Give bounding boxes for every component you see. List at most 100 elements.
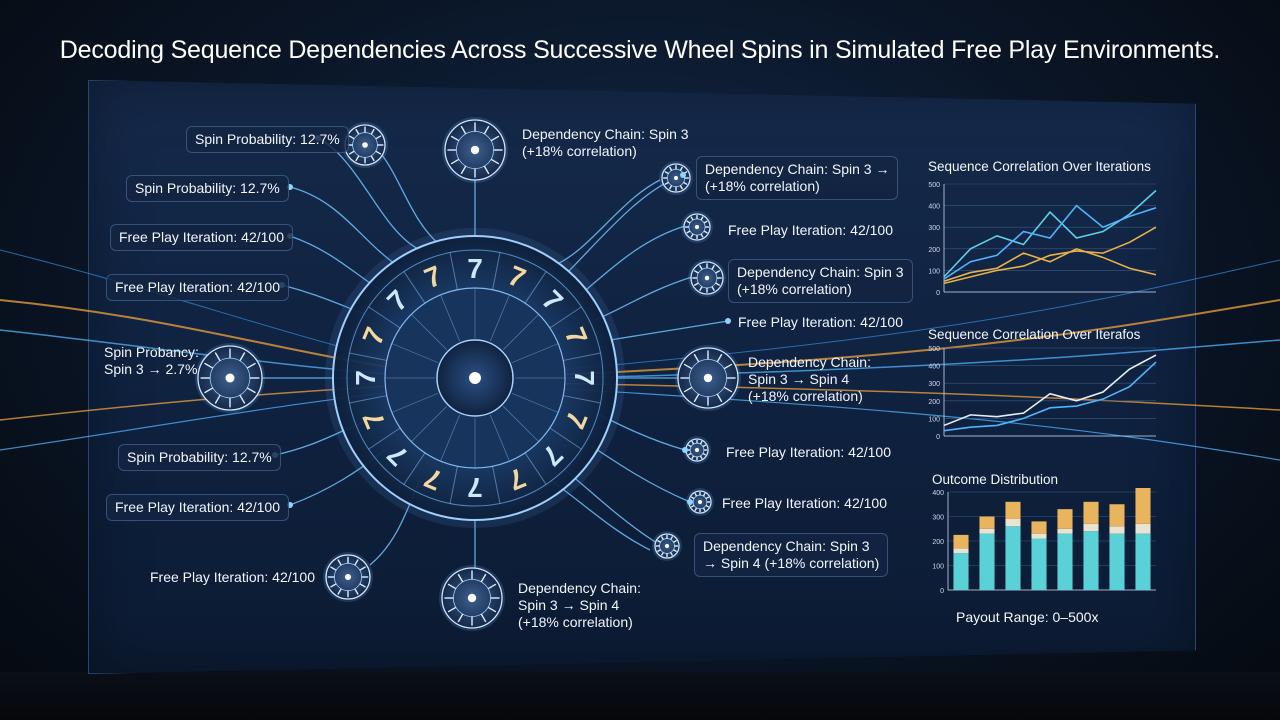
series-line-4 [943, 226, 1157, 285]
wheel-symbol: 7 [467, 472, 483, 503]
label-free-play-right-4: Free Play Iteration: 42/100 [722, 495, 887, 511]
y-tick-label: 200 [932, 539, 944, 546]
bar-segment-bottom [1083, 531, 1099, 590]
label-spin-probancy: Spin Probancy: Spin 3 → 2.7% [96, 340, 207, 382]
label-dependency-right-3: Dependency Chain: Spin 3 → Spin 4 (+18% … [740, 350, 879, 409]
mini-dial-icon [442, 117, 508, 183]
bar-segment-bottom [1031, 538, 1047, 590]
y-tick-label: 0 [940, 588, 944, 595]
series-line-1 [943, 354, 1157, 427]
bar-segment-mid [1031, 533, 1047, 539]
bar-segment-top [1083, 501, 1099, 524]
floor [0, 672, 1280, 720]
y-tick-label: 300 [932, 515, 944, 522]
y-tick-label: 0 [936, 434, 940, 441]
mini-dials [195, 117, 741, 631]
label-spin-probancy-line1: Spin Probancy: [104, 344, 199, 360]
label-spin-probability-1: Spin Probability: 12.7% [186, 126, 349, 153]
mini-dial-icon [659, 161, 693, 195]
label-dependency-bottom-line3: (+18% correlation) [518, 614, 633, 630]
label-spin-probability-3: Spin Probability: 12.7% [118, 444, 281, 471]
y-tick-label: 100 [928, 416, 940, 423]
bar-segment-mid [953, 548, 969, 554]
bar-segment-top [1005, 501, 1021, 519]
label-dependency-top: Dependency Chain: Spin 3 (+18% correlati… [514, 122, 697, 164]
label-dependency-right-3-line2: Spin 3 → Spin 4 [748, 371, 850, 387]
y-tick-label: 0 [936, 290, 940, 297]
bar-segment-top [1031, 521, 1047, 534]
mini-dial-icon [688, 259, 726, 297]
mini-dial-icon [342, 122, 388, 168]
page-title: Decoding Sequence Dependencies Across Su… [59, 36, 1221, 64]
mini-dial-icon [652, 531, 682, 561]
bar-segment-bottom [953, 553, 969, 590]
label-dependency-top-line1: Dependency Chain: Spin 3 [522, 126, 689, 142]
mini-dial-icon [439, 565, 505, 631]
chart-3-title: Outcome Distribution [932, 472, 1059, 487]
label-dependency-right-4-line1: Dependency Chain: Spin 3 [703, 538, 870, 554]
payout-range: Payout Range: 0–500x [956, 609, 1099, 625]
mini-dial-icon [686, 488, 714, 516]
label-spin-probancy-line2: Spin 3 → 2.7% [104, 361, 198, 377]
label-dependency-right-4-line2: → Spin 4 (+18% correlation) [703, 555, 880, 571]
bar-segment-top [979, 516, 995, 529]
series-line-2 [943, 204, 1157, 280]
bar-segment-bottom [979, 533, 995, 590]
y-tick-label: 200 [928, 247, 940, 254]
bar-segment-mid [979, 528, 995, 534]
chart-3-bar: 400 300 200 100 0 [932, 488, 1156, 595]
label-spin-probability-2: Spin Probability: 12.7% [126, 175, 289, 202]
label-dependency-right-2: Dependency Chain: Spin 3 (+18% correlati… [728, 259, 913, 303]
bar-segment-top [1109, 504, 1125, 527]
label-free-play-right-3: Free Play Iteration: 42/100 [726, 444, 891, 460]
label-dependency-right-2-line1: Dependency Chain: Spin 3 [737, 264, 904, 280]
mini-dial-icon [323, 552, 373, 602]
label-dependency-top-line2: (+18% correlation) [522, 143, 637, 159]
mini-dial-icon [681, 211, 713, 243]
mini-dial-icon [683, 436, 711, 464]
label-free-play-4: Free Play Iteration: 42/100 [150, 569, 315, 585]
label-dependency-right-4: Dependency Chain: Spin 3 → Spin 4 (+18% … [694, 533, 889, 577]
chart-1-line: 500 400 300 200 100 0 [928, 182, 1157, 297]
label-dependency-right-3-line1: Dependency Chain: [748, 354, 871, 370]
bar-segment-bottom [1135, 533, 1151, 590]
y-tick-label: 400 [932, 490, 944, 497]
bar-segment-top [1057, 509, 1073, 529]
wheel-symbol: 7 [467, 253, 483, 284]
wheel-symbol: 7 [569, 370, 600, 386]
label-dependency-right-1-line2: (+18% correlation) [705, 178, 820, 194]
bar-segment-mid [1109, 526, 1125, 534]
mini-dial-icon [195, 343, 265, 413]
series-line-2 [943, 361, 1157, 432]
bar-segment-mid [1083, 523, 1099, 532]
y-tick-label: 300 [928, 381, 940, 388]
label-dependency-bottom-line2: Spin 3 → Spin 4 [518, 597, 620, 613]
y-tick-label: 400 [928, 204, 940, 211]
label-free-play-right-2: Free Play Iteration: 42/100 [738, 314, 903, 330]
label-free-play-right-1: Free Play Iteration: 42/100 [728, 222, 893, 238]
bar-segment-top [953, 534, 969, 549]
y-tick-label: 100 [932, 564, 944, 571]
bar-segment-top [1135, 488, 1151, 524]
bar-segment-bottom [1109, 533, 1125, 590]
bar-segment-mid [1005, 518, 1021, 527]
y-tick-label: 500 [928, 346, 940, 353]
label-dependency-bottom: Dependency Chain: Spin 3 → Spin 4 (+18% … [510, 576, 649, 635]
label-dependency-right-2-line2: (+18% correlation) [737, 281, 852, 297]
label-free-play-1: Free Play Iteration: 42/100 [110, 224, 293, 251]
label-dependency-right-1-line1: Dependency Chain: Spin 3 → [705, 161, 890, 177]
label-free-play-2: Free Play Iteration: 42/100 [106, 274, 289, 301]
y-tick-label: 300 [928, 225, 940, 232]
series-line-3 [943, 247, 1157, 282]
chart-2-title: Sequence Correlation Over Iterafos [928, 327, 1141, 342]
chart-1-title: Sequence Correlation Over Iterations [928, 159, 1151, 174]
bar-segment-bottom [1057, 533, 1073, 590]
y-tick-label: 100 [928, 268, 940, 275]
label-dependency-right-3-line3: (+18% correlation) [748, 388, 863, 404]
bar-segment-mid [1057, 528, 1073, 534]
y-tick-label: 500 [928, 182, 940, 189]
y-tick-label: 400 [928, 364, 940, 371]
